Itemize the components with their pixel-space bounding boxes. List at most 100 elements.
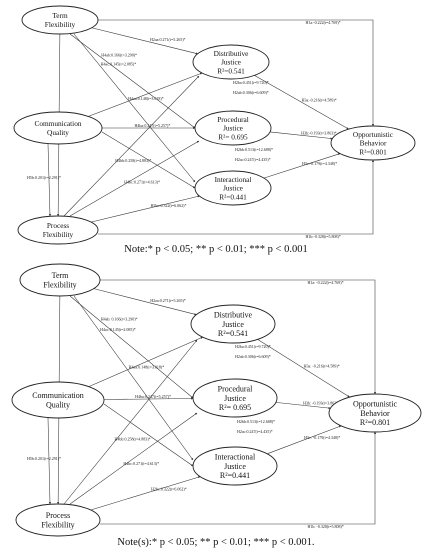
coef-label-h4ab: H4ab: 0.166(t=3.290)* xyxy=(101,317,138,322)
path-h3c xyxy=(267,425,342,455)
node-label: Quality xyxy=(46,401,70,410)
node-label: Opportunistic xyxy=(353,130,394,139)
coef-label-h1a: H1a: -0.222(t=4.769)* xyxy=(308,280,344,285)
coef-label-h4bb: H4bb:0.258(t=4.883)* xyxy=(115,158,151,163)
panel-1: H1a:-0.222(t=4.769)*H2aa:0.271(t=5.265)*… xyxy=(13,5,416,255)
node-ellipse xyxy=(194,110,272,146)
node-ellipse xyxy=(15,503,101,537)
path-h4ab xyxy=(69,33,196,129)
coef-label-h4ac: H4ac:0.145(t=2.085)* xyxy=(101,62,137,67)
node-ellipse xyxy=(192,44,270,80)
node-ellipse xyxy=(19,263,101,297)
coef-label-h3a2: H3a: -0.216(t=4.589)* xyxy=(304,363,340,368)
path-h4ac xyxy=(73,33,196,183)
node-ellipse xyxy=(192,378,278,418)
node-ellipse xyxy=(11,381,105,419)
r-squared: R²=0.541 xyxy=(218,329,248,338)
node-ellipse xyxy=(192,446,278,486)
path-h4ba xyxy=(103,397,194,400)
node-label: Procedural xyxy=(218,384,253,393)
coef-label-h2bb: H2bb:0.513(t=12.688)* xyxy=(235,147,273,152)
r-squared: R²= 0.695 xyxy=(218,132,248,141)
coef-label-h5b: H5b:0.201(t=2.291)* xyxy=(27,175,61,180)
path-h3b xyxy=(269,131,333,140)
path-h4ac xyxy=(73,295,194,461)
path-h3a2 xyxy=(257,339,350,398)
node-ellipse xyxy=(13,111,103,145)
coef-label-h4ac: H4ac:0.145(t=2.085)* xyxy=(100,327,136,332)
path-h4aa xyxy=(88,336,203,387)
path-h4bc xyxy=(69,140,200,217)
coef-label-h2bc: H2bc:0.322(t=6.062)* xyxy=(151,487,187,492)
path-h1b xyxy=(98,159,375,235)
coef-label-h2aa: H2aa:0.271(t=5.265)* xyxy=(150,37,186,42)
path-h2bc xyxy=(90,476,201,511)
node-label: Process xyxy=(46,511,70,520)
path-h4bb xyxy=(63,75,200,217)
coef-label-h3c: H3c: -0.179(t=4.348)* xyxy=(304,435,340,440)
node-label: Flexibility xyxy=(43,230,74,239)
node-label: Communication xyxy=(32,391,84,400)
r-squared: R²=0.441 xyxy=(220,471,250,480)
path-h4bb xyxy=(63,339,198,505)
path-h5b xyxy=(47,143,52,217)
node-label: Interactional xyxy=(215,175,252,184)
node-ellipse xyxy=(328,393,422,433)
coef-label-h3b: H3b: -0.193(t=3.863)* xyxy=(303,400,339,405)
coef-label-h4ab: H4ab:0.166(t=3.290)* xyxy=(101,53,137,58)
path-h4aa xyxy=(88,72,203,117)
panel-2: H1a: -0.222(t=4.769)* H2aa:0.271(t=5.265)… xyxy=(11,263,422,548)
coef-label-h2ab: H2ab:0.306(t=6.609)* xyxy=(235,354,271,359)
path-h3b xyxy=(275,402,331,410)
r-squared: R²=0.541 xyxy=(217,66,245,75)
node-label: Justice xyxy=(222,320,244,329)
path-h5b xyxy=(47,417,52,505)
path-h3c xyxy=(263,153,341,179)
r-squared: R²=0.441 xyxy=(219,192,247,201)
coef-label-h2bc: H2bc:0.322(t=6.062)* xyxy=(151,203,187,208)
coef-label-h4ba: H4ba:0.247(t=5.257)* xyxy=(135,123,171,128)
node-label: Term xyxy=(52,11,68,20)
node-label: Justice xyxy=(221,58,241,67)
r-squared: R²= 0.695 xyxy=(219,403,251,412)
node-label: Procedural xyxy=(217,115,249,124)
node-label: Distributive xyxy=(214,310,253,319)
node-label: Behavior xyxy=(360,139,387,148)
coef-label-h2ac: H2ac:0.247(t=4.435)* xyxy=(237,429,273,434)
coef-label-h4bb: H4bb:0.258(t=4.883)* xyxy=(115,437,151,442)
significance-note: Note(s):* p < 0.05; ** p < 0.01; *** p <… xyxy=(117,537,314,548)
coef-label-h2ac: H2ac:0.247(t=4.435)* xyxy=(235,157,271,162)
node-label: Justice xyxy=(224,462,246,471)
path-h1a xyxy=(98,19,375,127)
path-h4bc xyxy=(69,412,198,505)
node-label: Distributive xyxy=(214,49,249,58)
coef-label-h4ba: H4ba:0.247(t=5.257)* xyxy=(135,394,171,399)
coef-label-h4bc: H4bc:0.271(t=4.613)* xyxy=(124,180,160,185)
coef-label-h2ba: H2ba:0.451(t=9.720)* xyxy=(235,344,271,349)
node-label: Justice xyxy=(224,394,246,403)
node-label: Justice xyxy=(223,184,243,193)
path-h3a2 xyxy=(254,75,349,130)
path-h2bb xyxy=(103,403,194,467)
coef-label-h3a2: H3a:-0.216(t=4.589)* xyxy=(302,97,337,102)
node-ellipse xyxy=(330,125,416,161)
coef-label-h3b: H3b:-0.193(t=3.863)* xyxy=(301,130,336,135)
coef-label-h1b: H1b:-0.328(t=5.808)* xyxy=(306,234,341,239)
node-ellipse xyxy=(194,170,272,206)
coef-label-h2aa: H2aa:0.271(t=5.265)* xyxy=(150,298,186,303)
node-label: Quality xyxy=(47,128,69,137)
path-h4ab xyxy=(69,295,194,399)
coef-label-h3c: H3c:-0.179(t=4.348)* xyxy=(302,161,337,166)
node-label: Flexibility xyxy=(43,281,76,290)
r-squared: R²=0.801 xyxy=(359,147,387,156)
